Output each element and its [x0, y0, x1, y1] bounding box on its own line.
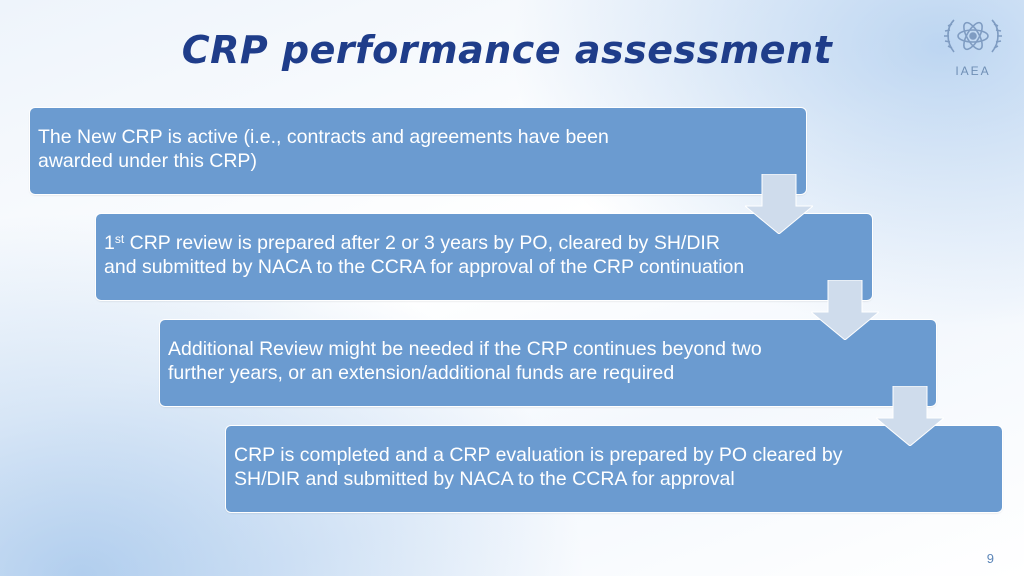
atom-globe-icon [944, 19, 1002, 53]
step-4-text: CRP is completed and a CRP evaluation is… [234, 444, 843, 490]
step-2-text: 1st CRP review is prepared after 2 or 3 … [104, 232, 754, 279]
step-1-text: The New CRP is active (i.e., contracts a… [38, 126, 609, 172]
step-2-ordinal: 1 [104, 232, 115, 254]
iaea-logo: IAEA [940, 12, 1006, 82]
down-arrow-icon [876, 386, 944, 446]
step-3-box: Additional Review might be needed if the… [160, 320, 936, 406]
down-arrow-icon [745, 174, 813, 234]
step-2-body: CRP review is prepared after 2 or 3 year… [104, 232, 745, 278]
slide-title: CRP performance assessment [181, 28, 833, 72]
step-2-ordinal-suffix: st [114, 232, 125, 246]
step-3-text: Additional Review might be needed if the… [168, 338, 762, 384]
step-4-box: CRP is completed and a CRP evaluation is… [226, 426, 1002, 512]
step-1-box: The New CRP is active (i.e., contracts a… [30, 108, 806, 194]
logo-label: IAEA [955, 64, 991, 78]
page-number: 9 [986, 551, 994, 566]
down-arrow-icon [811, 280, 879, 340]
step-2-box: 1st CRP review is prepared after 2 or 3 … [96, 214, 872, 300]
